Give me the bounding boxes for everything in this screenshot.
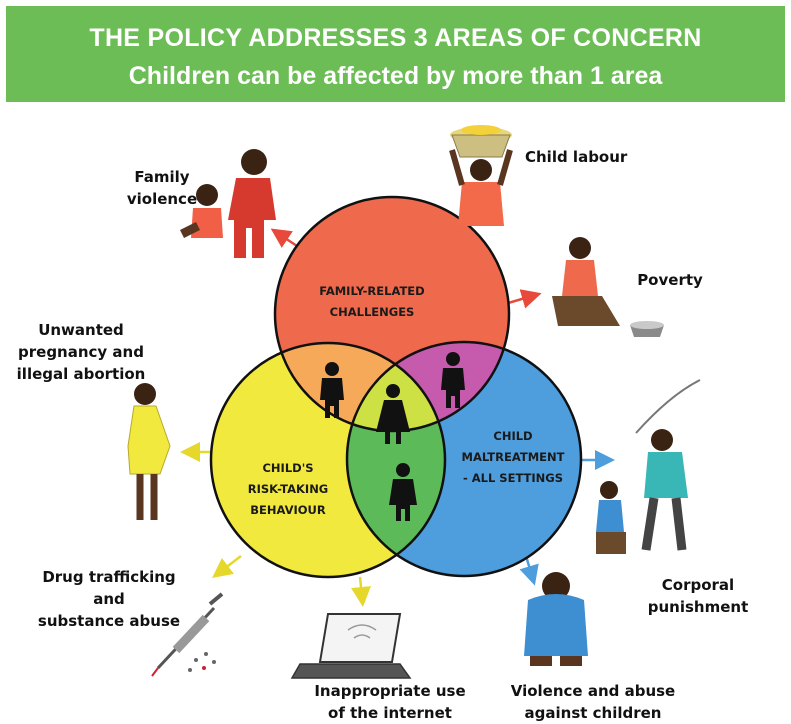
label-line: of the internet — [328, 704, 452, 722]
child-labour-illustration — [449, 125, 513, 226]
child-silhouette-icon — [389, 463, 417, 521]
label-line: Unwanted — [38, 321, 124, 339]
label-line: Poverty — [637, 271, 703, 289]
label-line: Drug trafficking — [42, 568, 176, 586]
label-line: and — [93, 590, 125, 608]
label-poverty: Poverty — [620, 269, 720, 291]
family-label-line1: FAMILY-RELATED — [319, 284, 425, 298]
pregnant-girl-illustration — [127, 383, 171, 520]
label-unwanted-pregnancy: Unwanted pregnancy and illegal abortion — [16, 319, 146, 385]
corporal-punishment-illustration — [596, 379, 701, 554]
label-child-labour: Child labour — [525, 146, 655, 168]
risk-circle-label: CHILD'S RISK-TAKING BEHAVIOUR — [238, 458, 338, 521]
label-internet: Inappropriate use of the internet — [310, 680, 470, 724]
arrow-drugs — [212, 555, 242, 579]
arrow-violence-abuse — [519, 555, 539, 586]
family-label-line2: CHALLENGES — [329, 305, 415, 319]
maltreatment-circle-label: CHILD MALTREATMENT - ALL SETTINGS — [448, 426, 578, 489]
arrow-internet — [351, 576, 371, 607]
risk-label-line3: BEHAVIOUR — [250, 503, 326, 517]
label-drug-trafficking: Drug trafficking and substance abuse — [34, 566, 184, 632]
risk-label-line2: RISK-TAKING — [247, 482, 329, 496]
banner-title: THE POLICY ADDRESSES 3 AREAS OF CONCERN — [89, 24, 702, 52]
banner-subtitle: Children can be affected by more than 1 … — [128, 62, 663, 90]
label-line: violence — [126, 190, 198, 208]
label-line: Child labour — [525, 148, 628, 166]
label-line: punishment — [647, 598, 749, 616]
family-violence-illustration — [180, 149, 276, 258]
label-line: Violence and abuse — [510, 682, 676, 700]
child-silhouette-icon — [441, 352, 465, 408]
arrow-poverty — [507, 289, 542, 309]
crouching-child-illustration — [524, 572, 588, 666]
laptop-illustration — [290, 613, 412, 679]
label-line: Family — [134, 168, 190, 186]
label-line: pregnancy and — [18, 343, 144, 361]
label-violence-abuse: Violence and abuse against children — [508, 680, 678, 724]
label-family-violence: Family violence — [102, 166, 222, 210]
girl-silhouette-icon — [376, 384, 410, 444]
maltreatment-label-line1: CHILD — [493, 429, 533, 443]
risk-label-line1: CHILD'S — [262, 461, 314, 475]
label-line: against children — [524, 704, 662, 722]
label-line: illegal abortion — [16, 365, 146, 383]
label-corporal-punishment: Corporal punishment — [638, 574, 758, 618]
title-banner: THE POLICY ADDRESSES 3 AREAS OF CONCERN … — [6, 6, 785, 102]
label-line: Inappropriate use — [314, 682, 466, 700]
family-circle-label: FAMILY-RELATED CHALLENGES — [312, 281, 432, 323]
maltreatment-label-line2: MALTREATMENT — [461, 450, 565, 464]
child-silhouette-icon — [320, 362, 344, 418]
label-line: Corporal — [661, 576, 735, 594]
syringe-illustration — [151, 592, 224, 677]
maltreatment-label-line3: - ALL SETTINGS — [462, 471, 564, 485]
label-line: substance abuse — [37, 612, 181, 630]
poverty-illustration — [552, 237, 664, 337]
